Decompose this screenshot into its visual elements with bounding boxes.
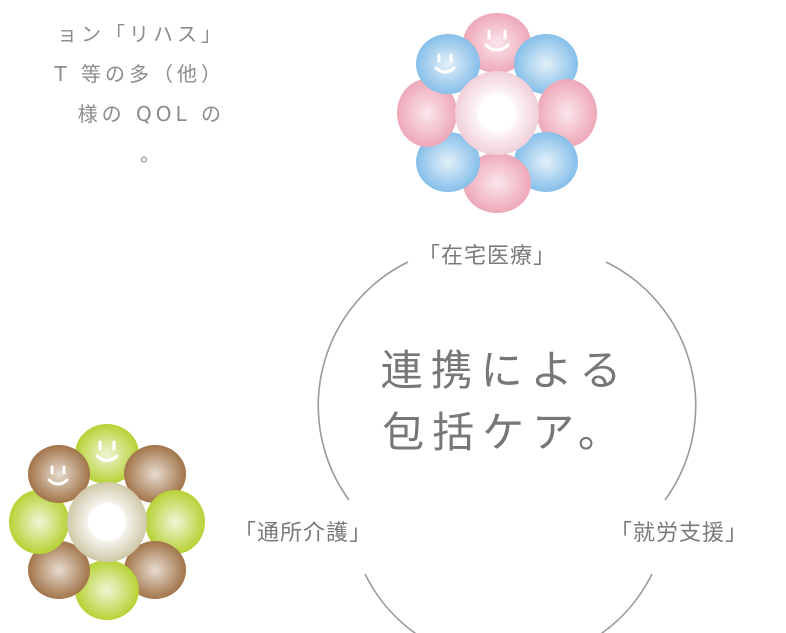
petal: [514, 34, 578, 94]
intro-line: ョン「リハス」: [57, 22, 225, 46]
flower-medical: [397, 13, 597, 213]
petal: [416, 132, 480, 192]
cycle-circle: [317, 261, 697, 633]
petal: [145, 490, 205, 554]
smiley-face-icon: [484, 29, 510, 52]
smiley-face-icon: [434, 53, 456, 74]
flower-daycare: [9, 424, 205, 620]
petal: [28, 445, 90, 503]
label-day-care: 「通所介護」: [234, 521, 373, 546]
intro-line: 様の QOL の: [77, 102, 225, 126]
intro-paragraph: ョン「リハス」 T 等の多（他） 様の QOL の 。: [0, 14, 225, 174]
petal: [124, 445, 186, 503]
petal: [537, 79, 597, 147]
intro-line: T 等の多（他）: [54, 62, 225, 86]
petal: [463, 153, 531, 213]
center-title-line2: 包括ケア。: [382, 408, 628, 457]
petal: [75, 424, 139, 484]
petal: [397, 79, 457, 147]
label-employment-support: 「就労支援」: [610, 521, 749, 546]
petal: [75, 560, 139, 620]
cycle-arc-top-right: [605, 261, 697, 501]
petal: [28, 541, 90, 599]
petal: [124, 541, 186, 599]
petal: [463, 13, 531, 73]
petal: [9, 490, 69, 554]
center-title-line1: 連携による: [380, 346, 630, 395]
cycle-arc-bottom: [364, 573, 653, 633]
smiley-face-icon: [95, 440, 119, 462]
label-home-medical: 「在宅医療」: [418, 244, 557, 269]
cycle-arc-left-top: [317, 261, 409, 501]
intro-line: 。: [140, 142, 164, 166]
smiley-face-icon: [47, 465, 69, 486]
petal: [416, 34, 480, 94]
center-title: 連携による 包括ケア。: [360, 340, 650, 464]
